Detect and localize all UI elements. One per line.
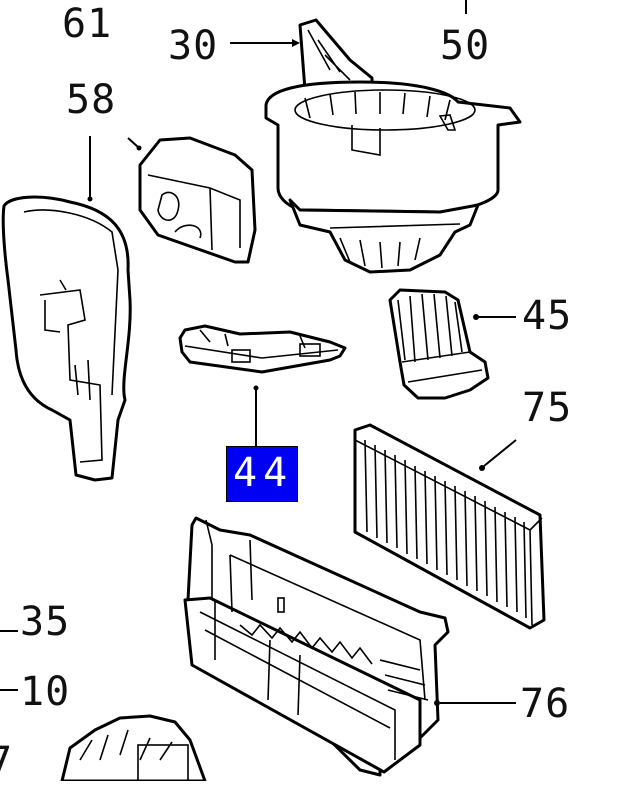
arrow-30-icon	[292, 39, 300, 47]
callout-44-highlighted[interactable]: 44	[226, 446, 299, 502]
bottom-bracket-part[interactable]	[60, 714, 207, 781]
housing-cover-part[interactable]	[1, 195, 132, 482]
callout-35[interactable]: 35	[20, 599, 71, 645]
callout-10[interactable]: 10	[20, 669, 71, 715]
dot-61-icon	[136, 145, 142, 151]
callout-7[interactable]: 7	[0, 739, 14, 785]
dot-76-icon	[434, 700, 440, 706]
leader-75	[483, 439, 517, 467]
dot-45-icon	[473, 314, 479, 320]
dot-58-icon	[87, 196, 93, 202]
dot-44-icon	[253, 385, 259, 391]
leader-61	[127, 137, 139, 148]
blower-fan-part[interactable]	[264, 18, 522, 274]
callout-50[interactable]: 50	[440, 23, 491, 69]
callout-30[interactable]: 30	[168, 23, 219, 69]
small-frame-part[interactable]	[138, 136, 257, 264]
callout-76[interactable]: 76	[520, 681, 571, 727]
motor-insert-part[interactable]	[388, 288, 490, 400]
callout-45[interactable]: 45	[522, 293, 573, 339]
callout-58[interactable]: 58	[66, 77, 117, 123]
callout-75[interactable]: 75	[522, 385, 573, 431]
callout-61[interactable]: 61	[62, 1, 113, 47]
filter-housing-part[interactable]	[183, 516, 450, 777]
resistor-module-part[interactable]	[178, 324, 347, 374]
cabin-filter-part[interactable]	[353, 423, 546, 630]
dot-75-icon	[479, 465, 485, 471]
